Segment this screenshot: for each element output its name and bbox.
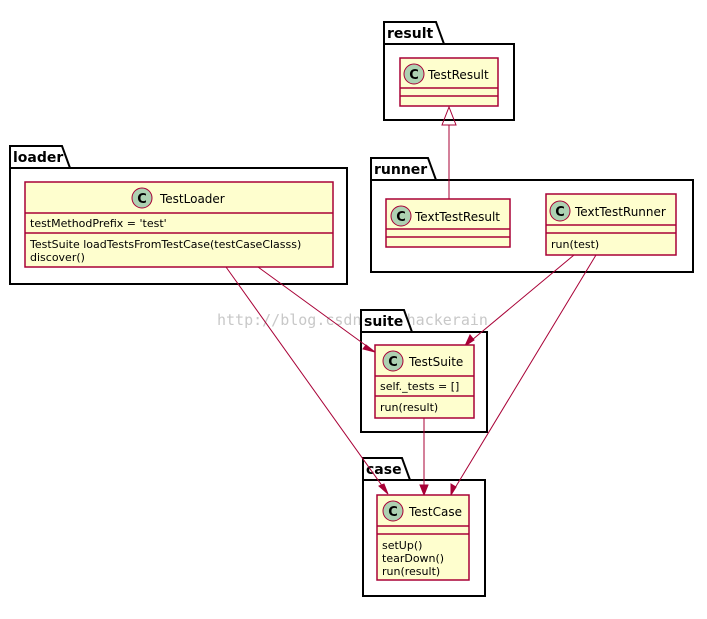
class-testcase: C TestCase setUp() tearDown() run(result… xyxy=(376,494,470,581)
package-case-title: case xyxy=(366,462,402,478)
class-name: TestSuite xyxy=(408,355,463,369)
class-badge-icon xyxy=(382,500,404,522)
method-run-result: run(result) xyxy=(380,401,438,414)
edge-line xyxy=(454,254,597,489)
arrowhead xyxy=(362,344,376,353)
method-loadtestsfromtestcase: TestSuite loadTestsFromTestCase(testCase… xyxy=(29,238,301,251)
field-self-tests: self._tests = [] xyxy=(380,380,459,393)
edge-texttestrunner-to-testcase xyxy=(450,254,597,497)
arrowhead xyxy=(450,483,457,497)
class-badge-letter: C xyxy=(137,192,147,207)
edge-line xyxy=(257,266,369,348)
class-texttestresult: C TextTestResult xyxy=(385,198,511,248)
class-name: TestResult xyxy=(427,68,489,82)
edge-testsuite-to-testcase xyxy=(419,418,429,497)
arrowhead xyxy=(419,484,429,497)
arrowhead xyxy=(378,483,389,495)
edge-line xyxy=(471,254,575,341)
edge-texttestrunner-to-testsuite xyxy=(463,254,575,348)
package-result-title: result xyxy=(387,26,433,42)
class-badge-icon xyxy=(131,187,153,209)
package-loader-title: loader xyxy=(13,150,63,166)
edge-line xyxy=(225,266,384,488)
class-name: TestCase xyxy=(408,505,462,519)
class-name: TestLoader xyxy=(159,192,225,206)
method-run-test: run(test) xyxy=(551,238,599,251)
class-badge-letter: C xyxy=(396,210,406,225)
class-badge-letter: C xyxy=(555,205,565,220)
class-name: TextTestRunner xyxy=(574,205,666,219)
field-testmethodprefix: testMethodPrefix = 'test' xyxy=(30,217,167,230)
class-badge-icon xyxy=(403,63,425,85)
class-texttestrunner: C TextTestRunner run(test) xyxy=(545,193,677,256)
inheritance-arrowhead xyxy=(441,105,457,126)
method-teardown: tearDown() xyxy=(382,552,444,565)
edge-texttestresult-inherits-testresult xyxy=(441,105,457,199)
method-setup: setUp() xyxy=(382,539,422,552)
class-testsuite: C TestSuite self._tests = [] run(result) xyxy=(374,344,475,419)
watermark-text: http://blog.csdn.net/hackerain xyxy=(217,311,488,329)
class-badge-icon xyxy=(390,205,412,227)
method-run-result: run(result) xyxy=(382,565,440,578)
class-box xyxy=(24,181,334,268)
class-badge-letter: C xyxy=(388,355,398,370)
class-badge-icon xyxy=(382,350,404,372)
package-runner-title: runner xyxy=(374,162,427,178)
class-badge-letter: C xyxy=(388,505,398,520)
class-badge-icon xyxy=(549,200,571,222)
edge-testloader-to-testcase xyxy=(225,266,389,495)
method-discover: discover() xyxy=(30,251,85,264)
class-testloader: C TestLoader testMethodPrefix = 'test' T… xyxy=(24,181,334,268)
class-testresult: C TestResult xyxy=(399,57,499,107)
class-name: TextTestResult xyxy=(414,210,500,224)
class-badge-letter: C xyxy=(409,68,419,83)
edge-testloader-to-testsuite xyxy=(257,266,376,353)
arrowhead xyxy=(463,334,475,348)
package-suite-title: suite xyxy=(364,314,403,330)
